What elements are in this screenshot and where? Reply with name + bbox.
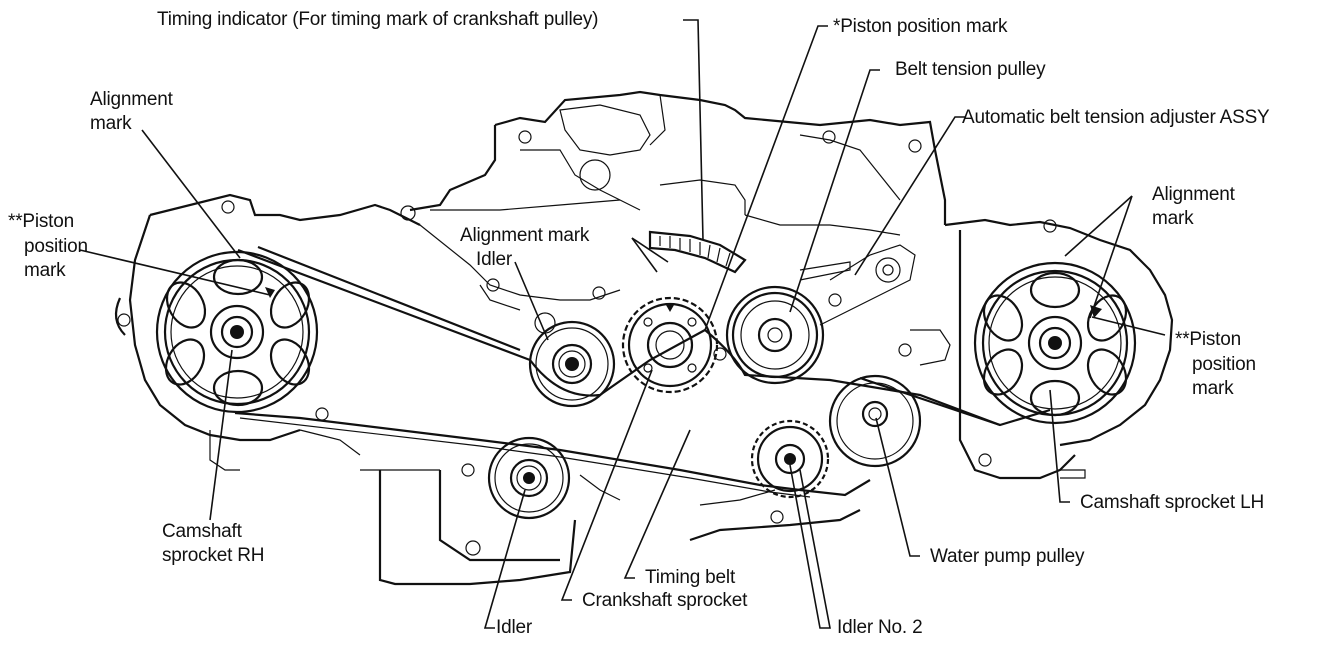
timing-belt <box>234 245 1051 498</box>
label-piston-position-mark-left-line1: **Piston <box>8 211 74 232</box>
label-piston-position-mark-right-line3: mark <box>1192 378 1234 399</box>
label-camshaft-sprocket-rh-line2: sprocket RH <box>162 545 265 566</box>
engine-lower-housing <box>360 463 861 586</box>
label-alignment-mark-center: Alignment mark <box>460 225 590 246</box>
label-crankshaft-sprocket: Crankshaft sprocket <box>582 590 748 611</box>
water-pump-pulley <box>828 374 922 468</box>
idler-lower <box>487 436 571 520</box>
idler-upper <box>528 312 616 408</box>
label-idler-no2: Idler No. 2 <box>837 617 923 638</box>
label-camshaft-sprocket-rh-line1: Camshaft <box>162 521 242 542</box>
label-idler-lower: Idler <box>496 617 532 638</box>
engine-middle-web <box>419 214 951 366</box>
crankshaft-sprocket <box>621 296 719 394</box>
label-piston-position-mark-right-line1: **Piston <box>1175 329 1241 350</box>
label-timing-indicator: Timing indicator (For timing mark of cra… <box>157 9 599 30</box>
label-alignment-mark-left-line1: Alignment <box>90 89 173 110</box>
label-idler-upper: Idler <box>476 249 512 270</box>
label-alignment-mark-left-line2: mark <box>90 113 132 134</box>
camshaft-sprocket-rh <box>155 250 319 414</box>
label-timing-belt: Timing belt <box>645 567 736 588</box>
label-piston-position-mark-left-line3: mark <box>24 260 66 281</box>
timing-indicator-scale <box>648 230 747 274</box>
leader-lines <box>79 19 1166 629</box>
camshaft-sprocket-lh <box>973 261 1137 425</box>
label-camshaft-sprocket-lh: Camshaft sprocket LH <box>1080 492 1264 513</box>
engine-upper-housing <box>409 90 947 225</box>
label-automatic-belt-tension-adjuster: Automatic belt tension adjuster ASSY <box>962 107 1270 128</box>
label-piston-position-mark-top: *Piston position mark <box>833 16 1008 37</box>
idler-no2 <box>750 419 830 499</box>
belt-tension-pulley <box>725 285 825 385</box>
label-belt-tension-pulley: Belt tension pulley <box>895 59 1046 80</box>
label-alignment-mark-right-line2: mark <box>1152 208 1194 229</box>
label-piston-position-mark-right-line2: position <box>1192 354 1256 375</box>
label-water-pump-pulley: Water pump pulley <box>930 546 1085 567</box>
label-alignment-mark-right-line1: Alignment <box>1152 184 1235 205</box>
right-cover <box>944 218 1174 480</box>
label-piston-position-mark-left-line2: position <box>24 236 88 257</box>
left-cover <box>114 193 421 471</box>
